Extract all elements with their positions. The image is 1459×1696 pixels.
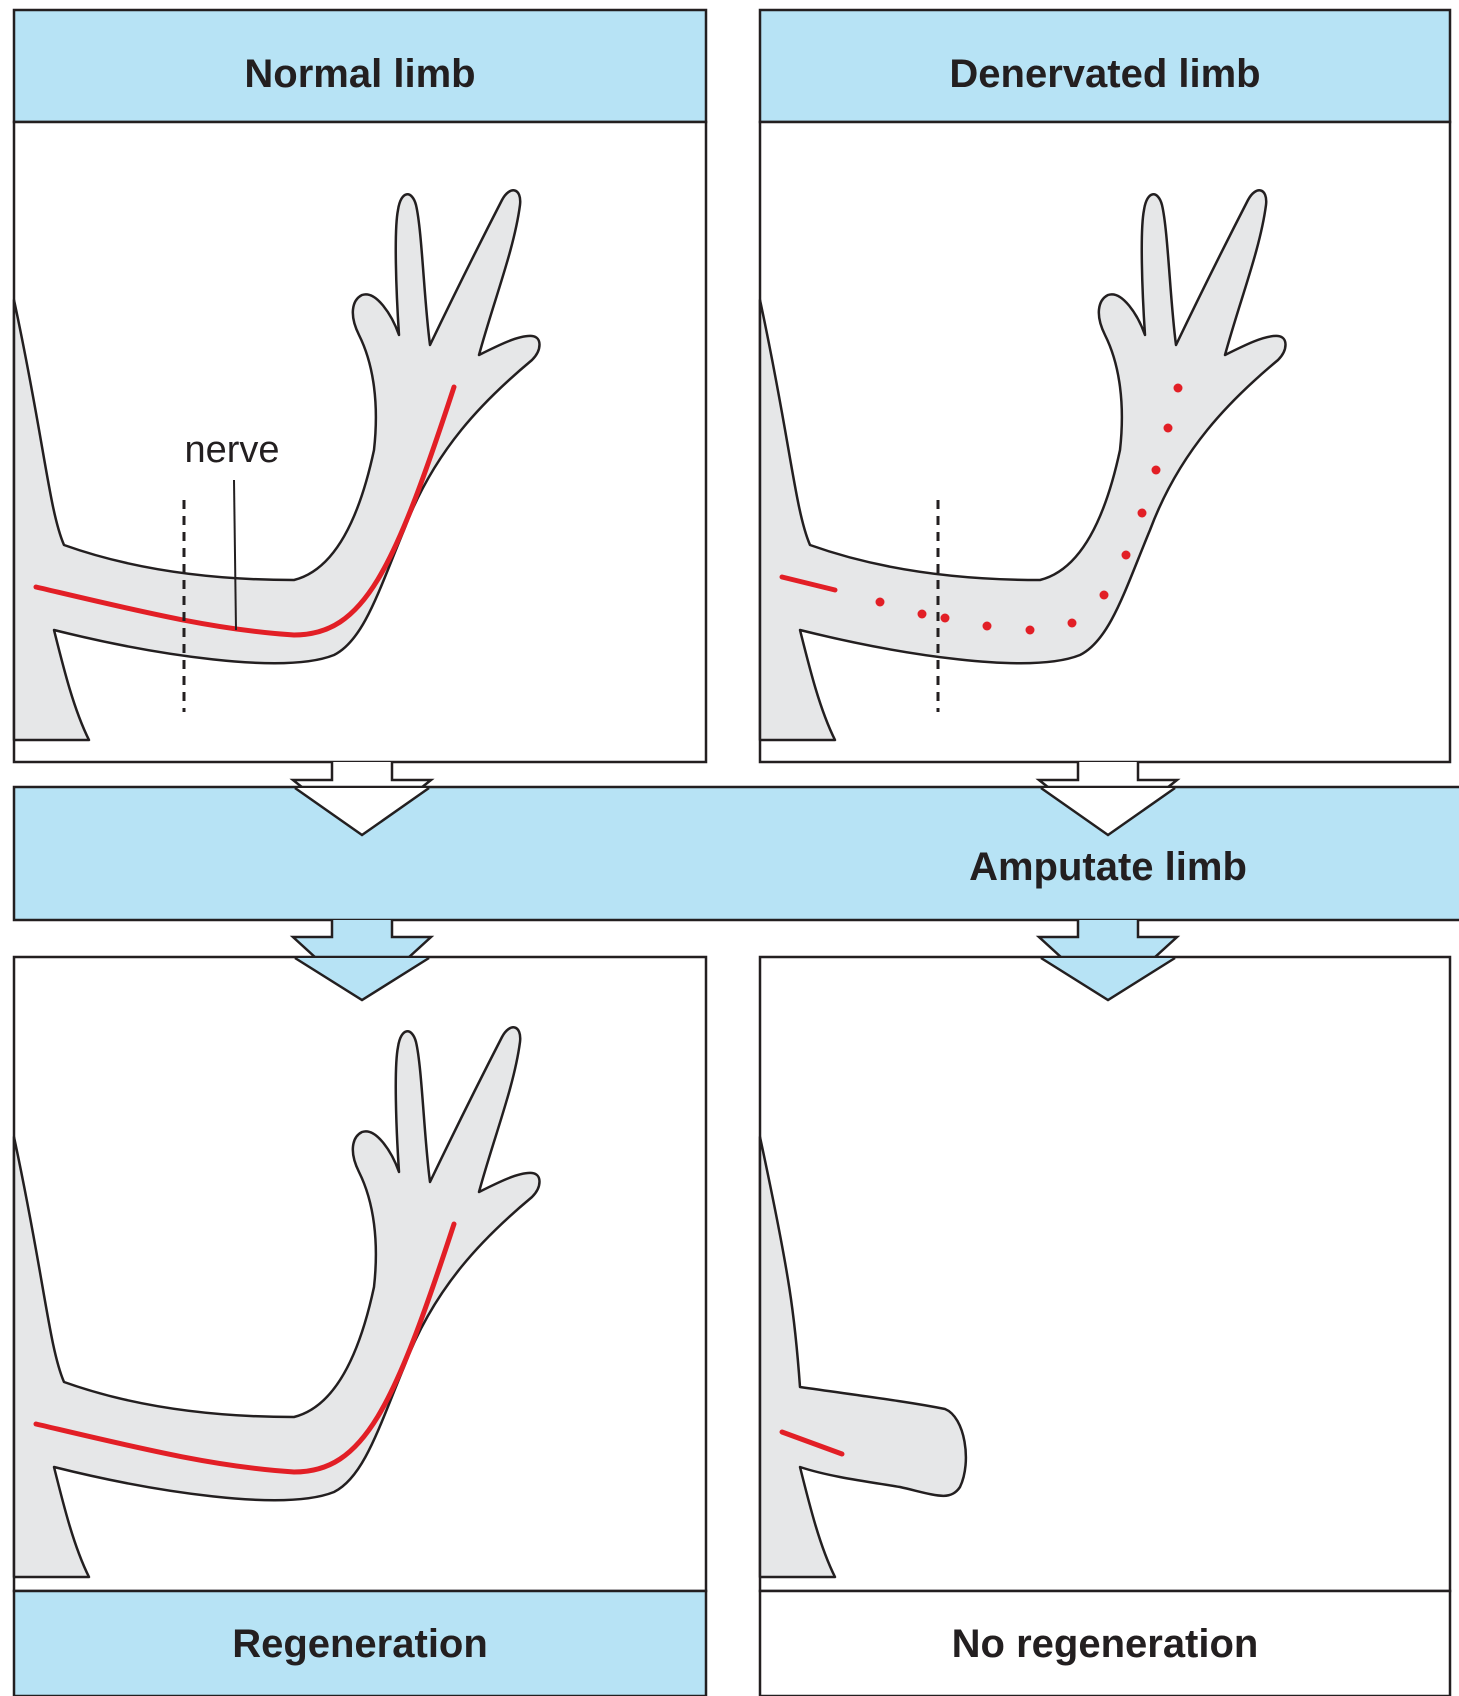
normal-limb-frame [14,122,706,762]
nerve-dot [983,622,992,631]
nerve-dot [1138,509,1147,518]
nerve-dot [1026,626,1035,635]
nerve-dot [1122,551,1131,560]
nerve-dot [876,598,885,607]
nerve-dot [1152,466,1161,475]
nerve-dot [918,610,927,619]
denervated-limb-title: Denervated limb [949,52,1260,96]
nerve-dot [941,614,950,623]
nerve-dot [1100,591,1109,600]
nerve-label: nerve [184,429,279,471]
no-regeneration-frame [760,957,1450,1591]
regeneration-frame [14,957,706,1591]
denervated-limb-frame [760,122,1450,762]
no-regeneration-caption: No regeneration [952,1622,1259,1666]
regeneration-caption: Regeneration [232,1622,488,1666]
nerve-dot [1174,384,1183,393]
panel-normal-limb: Normal limb nerve [14,10,706,762]
panel-no-regeneration: No regeneration [760,957,1450,1696]
normal-limb-title: Normal limb [244,52,475,96]
amputate-label: Amputate limb [969,845,1247,889]
nerve-dot [1068,619,1077,628]
panel-regeneration: Regeneration [14,957,706,1696]
nerve-dot [1164,424,1173,433]
panel-denervated-limb: Denervated limb [760,10,1450,762]
